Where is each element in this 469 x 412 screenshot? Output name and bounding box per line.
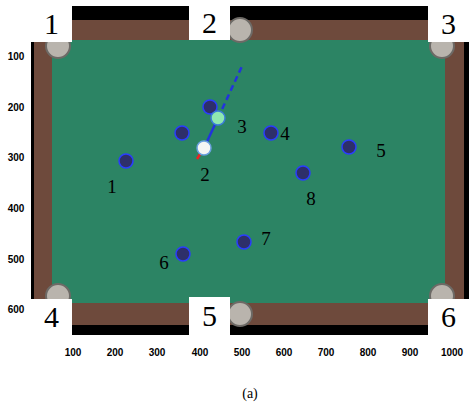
ball-number: 3 bbox=[237, 117, 247, 136]
ball-number: 2 bbox=[200, 165, 210, 184]
y-tick-label: 500 bbox=[8, 255, 25, 265]
table-felt bbox=[52, 40, 445, 303]
photo-background bbox=[31, 6, 469, 335]
x-tick-label: 700 bbox=[318, 348, 335, 358]
figure-caption: (a) bbox=[242, 387, 258, 401]
pocket-number-box: 1 bbox=[31, 6, 72, 42]
x-tick-label: 800 bbox=[360, 348, 377, 358]
pocket-number-box: 5 bbox=[189, 297, 230, 335]
x-tick-label: 200 bbox=[107, 348, 124, 358]
x-tick-label: 1000 bbox=[441, 348, 463, 358]
y-tick-label: 100 bbox=[8, 52, 25, 62]
pockets bbox=[46, 18, 454, 326]
pocket-number: 4 bbox=[44, 302, 59, 332]
x-tick-label: 100 bbox=[65, 348, 82, 358]
x-tick-label: 300 bbox=[149, 348, 166, 358]
ball-number: 1 bbox=[107, 177, 117, 196]
y-tick-label: 400 bbox=[8, 204, 25, 214]
table-rail bbox=[34, 20, 464, 325]
aim-line bbox=[218, 64, 243, 118]
ghost-ball bbox=[211, 111, 225, 125]
y-tick-label: 600 bbox=[8, 305, 25, 315]
ball-number: 7 bbox=[261, 229, 271, 248]
pocket-number: 5 bbox=[202, 301, 217, 331]
y-tick-label: 300 bbox=[8, 153, 25, 163]
x-tick-label: 500 bbox=[234, 348, 251, 358]
x-tick-label: 900 bbox=[402, 348, 419, 358]
ball-number: 6 bbox=[159, 253, 169, 272]
cue-ball bbox=[197, 141, 211, 155]
pocket-number-box: 6 bbox=[428, 299, 469, 335]
ball-number: 4 bbox=[280, 124, 290, 143]
pocket-number: 3 bbox=[441, 9, 456, 39]
pocket-number-box: 4 bbox=[31, 299, 72, 335]
y-tick-label: 200 bbox=[8, 103, 25, 113]
ball-number: 8 bbox=[306, 189, 316, 208]
pocket-number-box: 2 bbox=[189, 6, 230, 40]
pocket-number: 1 bbox=[44, 9, 59, 39]
pocket-number: 2 bbox=[202, 8, 217, 38]
balls bbox=[119, 100, 356, 261]
ball-number: 5 bbox=[376, 141, 386, 160]
pocket-number: 6 bbox=[441, 302, 456, 332]
x-tick-label: 600 bbox=[276, 348, 293, 358]
pocket-number-box: 3 bbox=[428, 6, 469, 42]
x-tick-label: 400 bbox=[192, 348, 209, 358]
